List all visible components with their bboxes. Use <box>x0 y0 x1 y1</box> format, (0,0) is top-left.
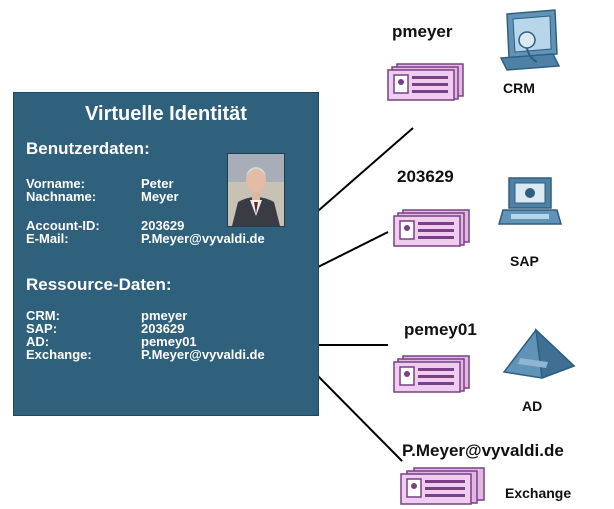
identity-title: Virtuelle Identität <box>85 103 247 125</box>
resource-value-crm: pmeyer <box>141 308 188 323</box>
resource-label-exchange: Exchange: <box>26 347 92 362</box>
resource-label-sap: SAP: <box>26 321 58 336</box>
resource-value-ad: pemey01 <box>141 334 197 349</box>
user-data-heading: Benutzerdaten: <box>26 139 150 158</box>
system-sap: SAP <box>510 253 539 269</box>
field-label-email: E-Mail: <box>26 231 69 246</box>
id-card-stack-icon <box>393 209 470 247</box>
resource-value-exchange: P.Meyer@vyvaldi.de <box>141 347 265 362</box>
account-ad: pemey01 <box>404 320 477 339</box>
virtual-identity-box: Virtuelle Identität Benutzerdaten: Vorna… <box>13 92 319 416</box>
id-card-stack-icon <box>393 355 470 393</box>
field-value-account-id: 203629 <box>141 218 185 233</box>
account-exchange: P.Meyer@vyvaldi.de <box>402 441 564 460</box>
system-exchange: Exchange <box>505 485 572 501</box>
system-ad: AD <box>522 398 543 414</box>
terminal-icon <box>498 177 562 225</box>
account-crm: pmeyer <box>392 22 453 41</box>
resource-value-sap: 203629 <box>141 321 185 336</box>
field-label-lastname: Nachname: <box>26 189 97 204</box>
resource-label-crm: CRM: <box>26 308 60 323</box>
field-value-firstname: Peter <box>141 176 174 191</box>
user-photo <box>227 153 285 227</box>
system-crm: CRM <box>503 80 535 96</box>
id-card-stack-icon <box>387 63 464 101</box>
resource-data-heading: Ressource-Daten: <box>26 275 172 294</box>
id-card-stack-icon <box>400 467 485 505</box>
field-value-email: P.Meyer@vyvaldi.de <box>141 231 265 246</box>
pyramid-icon <box>502 328 576 380</box>
computer-monitor-icon <box>499 9 561 71</box>
connector-exchange <box>315 373 403 462</box>
resource-label-ad: AD: <box>26 334 50 349</box>
field-label-account-id: Account-ID: <box>26 218 100 233</box>
field-label-firstname: Vorname: <box>26 176 85 191</box>
field-value-lastname: Meyer <box>141 189 179 204</box>
account-sap: 203629 <box>397 167 454 186</box>
